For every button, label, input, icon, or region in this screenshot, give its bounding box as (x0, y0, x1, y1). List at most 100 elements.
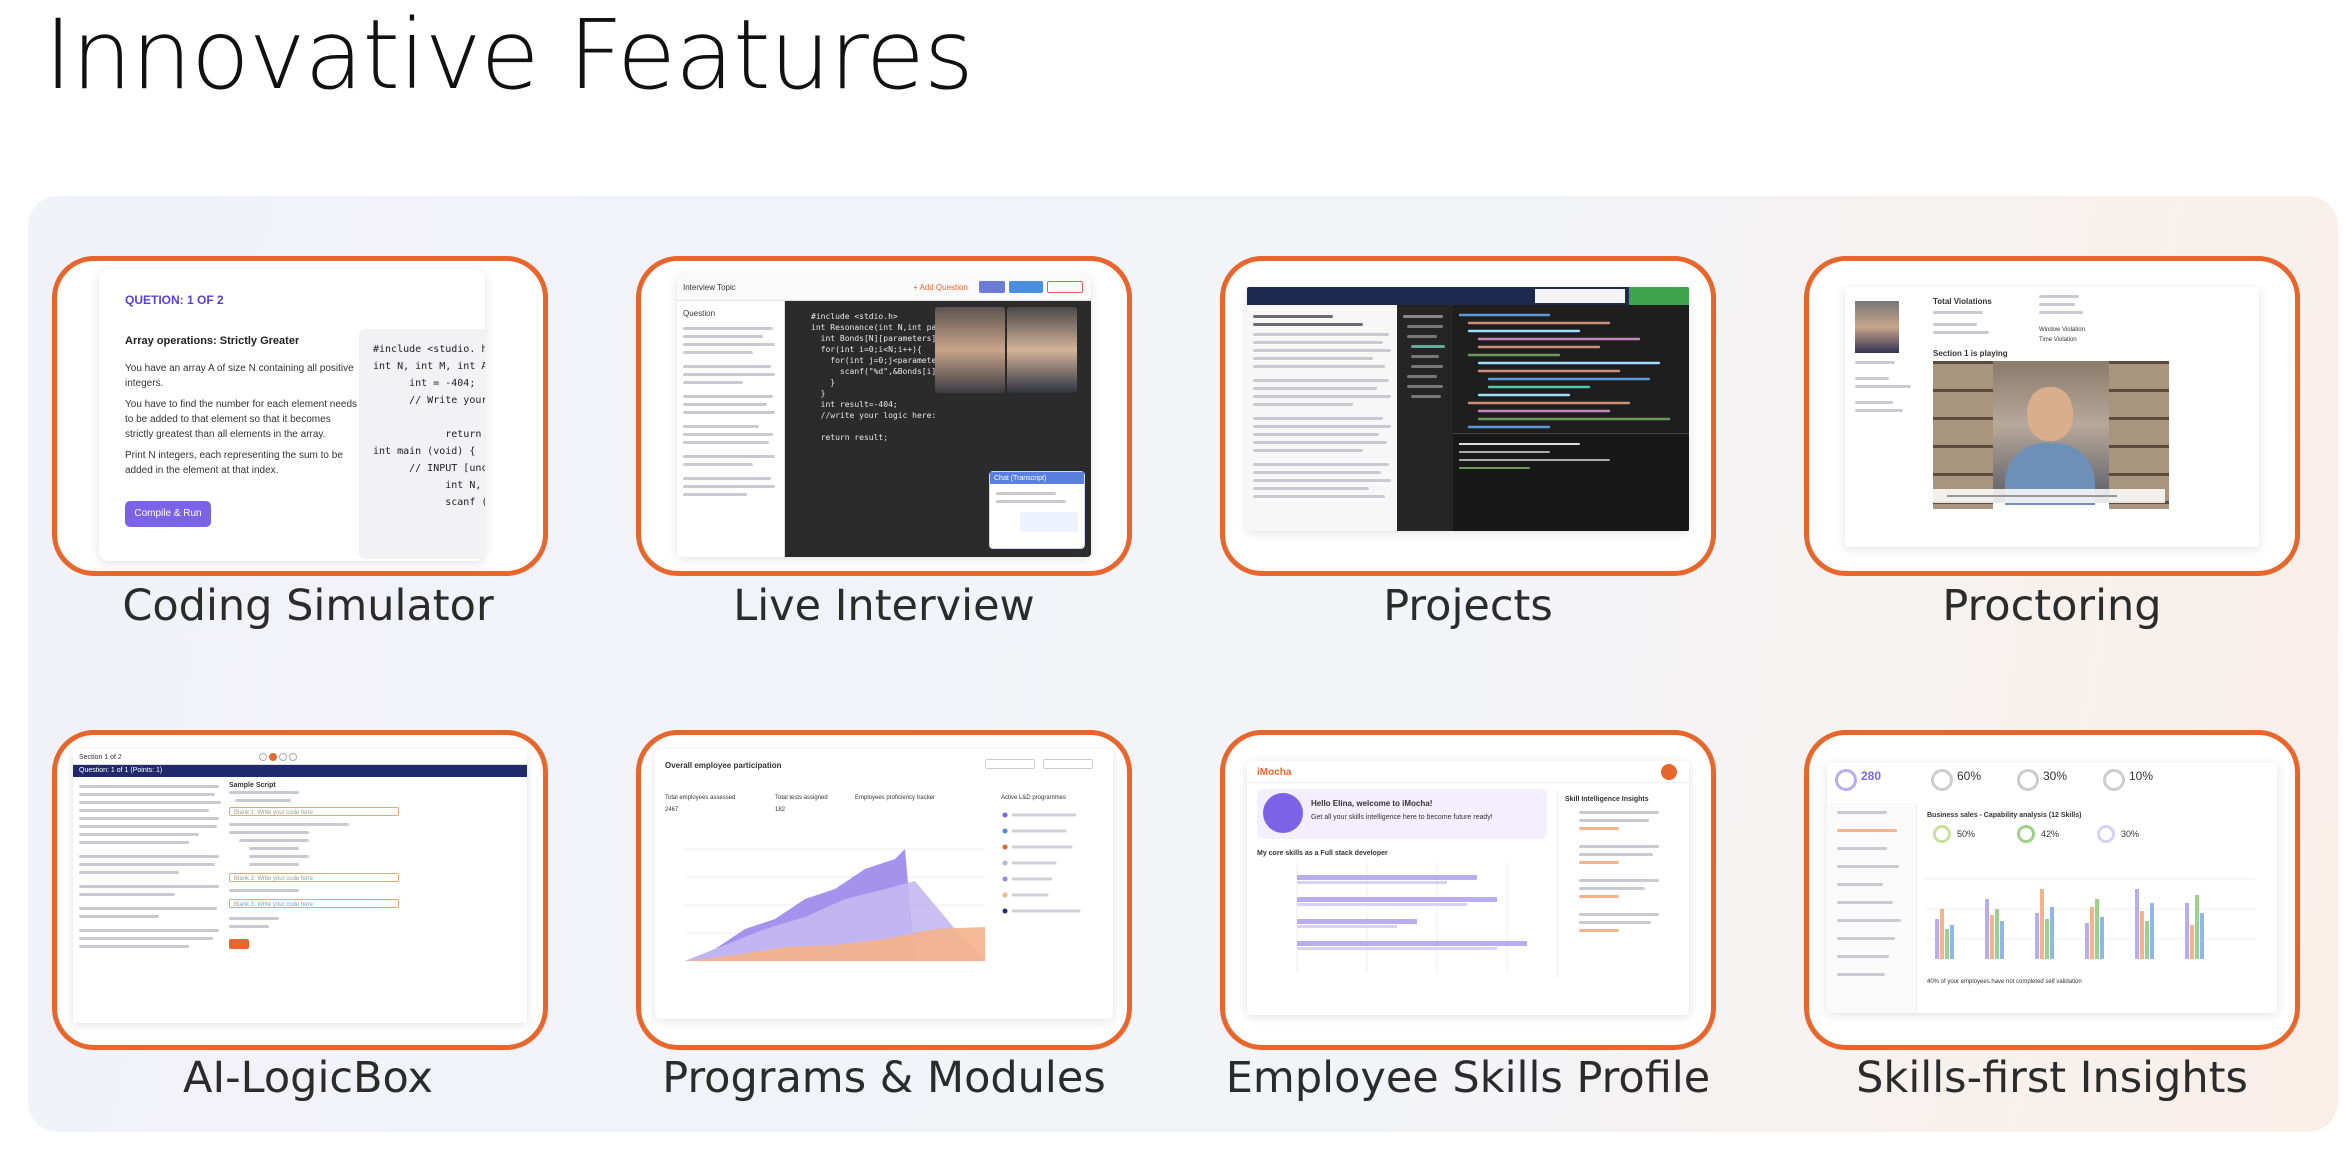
question-bar-text: Question: 1 of 1 (Points: 1) (79, 767, 163, 774)
question-paragraph: You have to find the number for each ele… (125, 399, 358, 440)
projects-screenshot (1247, 287, 1689, 531)
feature-label: Proctoring (1942, 581, 2162, 631)
participation-title: Overall employee participation (665, 761, 782, 770)
filter-dropdown[interactable] (985, 759, 1035, 769)
feature-label: Programs & Modules (662, 1053, 1106, 1103)
feature-label: AI-LogicBox (183, 1053, 433, 1103)
features-panel: QUETION: 1 OF 2 Array operations: Strict… (28, 196, 2338, 1132)
submit-button[interactable] (229, 939, 249, 949)
question-panel: Question (677, 301, 785, 557)
project-instructions (1247, 305, 1397, 531)
welcome-illustration (1263, 793, 1303, 833)
greeting: Hello Elina, welcome to iMocha! (1311, 799, 1433, 808)
question-label: Question (683, 309, 716, 318)
programs-modules-card[interactable]: Overall employee participation Total emp… (636, 730, 1132, 1050)
question-heading: Array operations: Strictly Greater (125, 335, 300, 347)
candidate-photo (1855, 301, 1899, 353)
kpi-2: 30% (2043, 769, 2068, 783)
insights-footer: 40% of your employees have not completed… (1927, 979, 2082, 985)
ring-2-value: 42% (2041, 829, 2060, 839)
logicbox-toolbar: Section 1 of 2 (73, 749, 527, 765)
capability-bar-chart (1925, 878, 2255, 959)
skills-sidebar[interactable] (1827, 803, 1917, 1013)
proctoring-card[interactable]: Total Violations Window Violation Time V… (1804, 256, 2300, 576)
code-lines (1459, 313, 1671, 429)
proctoring-video[interactable] (1933, 361, 2169, 509)
ai-logicbox-card[interactable]: Section 1 of 2 Question: 1 of 1 (Points:… (52, 730, 548, 1050)
feature-label: Projects (1383, 581, 1553, 631)
coding-simulator-card[interactable]: QUETION: 1 OF 2 Array operations: Strict… (52, 256, 548, 576)
blank-1-input[interactable]: Blank 1: Write your code here (229, 807, 399, 816)
blank-3-input[interactable]: Blank 3: Write your code here (229, 899, 399, 908)
time-violation-label: Time Violation (2039, 337, 2077, 343)
project-ide[interactable] (1397, 305, 1689, 531)
insights-screenshot: 280 60% 30% 10% Business sales - Capabil… (1827, 763, 2277, 1013)
section-counter: Section 1 of 2 (79, 754, 122, 761)
code-editor[interactable]: #include <stdio.h> int Resonance(int N,i… (785, 301, 1091, 557)
col-tests-assigned: Total tests assigned (775, 795, 828, 801)
proctoring-screenshot: Total Violations Window Violation Time V… (1845, 287, 2259, 547)
col-proficiency: Employees proficiency tracker (855, 795, 936, 801)
feature-label: Coding Simulator (122, 581, 494, 631)
kpi-1: 60% (1957, 769, 1982, 783)
chat-panel[interactable]: Chat (Transcript) (989, 471, 1085, 549)
interviewer-video (1007, 307, 1077, 393)
question-counter: QUETION: 1 OF 2 (125, 293, 224, 307)
candidate-video (935, 307, 1005, 393)
projects-card[interactable] (1220, 256, 1716, 576)
kpi-3: 10% (2129, 769, 2154, 783)
ring-3-value: 30% (2121, 829, 2140, 839)
interview-topic-label: Interview Topic (683, 283, 736, 292)
leave-session-button[interactable] (1047, 281, 1083, 293)
col-active-programmes: Active L&D programmes (1001, 795, 1067, 801)
feature-label: Skills-first Insights (1856, 1053, 2248, 1103)
employee-skills-profile-card[interactable]: iMocha Hello Elina, welcome to iMocha! G… (1220, 730, 1716, 1050)
programs-screenshot: Overall employee participation Total emp… (655, 749, 1113, 1019)
employees-assessed-value: 2467 (665, 807, 679, 813)
question-paragraph: Print N integers, each representing the … (125, 450, 343, 476)
capability-heading: Business sales - Capability analysis (12… (1927, 812, 2082, 819)
core-skills-title: My core skills as a Full stack developer (1257, 850, 1388, 857)
code-editor[interactable]: #include <studio. h>\ int N, int M, int … (359, 329, 485, 559)
share-button[interactable] (979, 281, 1005, 293)
participation-chart (685, 812, 1081, 962)
submit-project-button[interactable] (1629, 287, 1689, 305)
question-paragraph: You have an array A of size N containing… (125, 363, 354, 389)
skill-insights-title: Skill Intelligence Insights (1565, 796, 1649, 803)
compile-run-button[interactable]: Compile & Run (125, 501, 211, 527)
live-interview-card[interactable]: Interview Topic + Add Question Question (636, 256, 1132, 576)
project-header (1247, 287, 1689, 305)
imocha-logo: iMocha (1257, 767, 1292, 778)
terminal-panel[interactable] (1453, 433, 1689, 531)
page-title: Innovative Features (44, 0, 974, 111)
profile-toolbar: iMocha (1247, 761, 1689, 783)
skills-first-insights-card[interactable]: 280 60% 30% 10% Business sales - Capabil… (1804, 730, 2300, 1050)
total-violations-label: Total Violations (1933, 297, 1992, 306)
core-skills-chart (1296, 863, 1527, 973)
interview-detail-button[interactable] (1009, 281, 1043, 293)
question-bar: Question: 1 of 1 (Points: 1) (73, 765, 527, 777)
greeting-sub: Get all your skills intelligence here to… (1311, 814, 1493, 821)
interview-toolbar: Interview Topic + Add Question (677, 275, 1091, 301)
col-employees-assessed: Total employees assessed (665, 795, 736, 801)
coding-simulator-screenshot: QUETION: 1 OF 2 Array operations: Strict… (99, 269, 485, 561)
add-question-link[interactable]: + Add Question (913, 283, 968, 292)
skills-profile-screenshot: iMocha Hello Elina, welcome to iMocha! G… (1247, 761, 1689, 1015)
tests-assigned-value: 182 (775, 807, 786, 813)
ai-logicbox-screenshot: Section 1 of 2 Question: 1 of 1 (Points:… (73, 749, 527, 1023)
sample-script-label: Sample Script (229, 782, 276, 789)
blank-2-input[interactable]: Blank 2: Write your code here (229, 873, 399, 882)
ring-1-value: 50% (1957, 829, 1976, 839)
duration-dropdown[interactable] (1043, 759, 1093, 769)
user-avatar[interactable] (1661, 764, 1677, 780)
feature-label: Employee Skills Profile (1225, 1053, 1711, 1103)
section-playing-label: Section 1 is playing (1933, 349, 2008, 358)
file-explorer[interactable] (1397, 305, 1453, 531)
chat-title: Chat (Transcript) (994, 475, 1047, 482)
welcome-banner: Hello Elina, welcome to iMocha! Get all … (1257, 789, 1547, 839)
question-body: You have an array A of size N containing… (125, 361, 361, 478)
video-controls[interactable] (1933, 489, 2165, 503)
feature-label: Live Interview (733, 581, 1035, 631)
live-interview-screenshot: Interview Topic + Add Question Question (677, 275, 1091, 557)
window-violation-label: Window Violation (2039, 327, 2085, 333)
